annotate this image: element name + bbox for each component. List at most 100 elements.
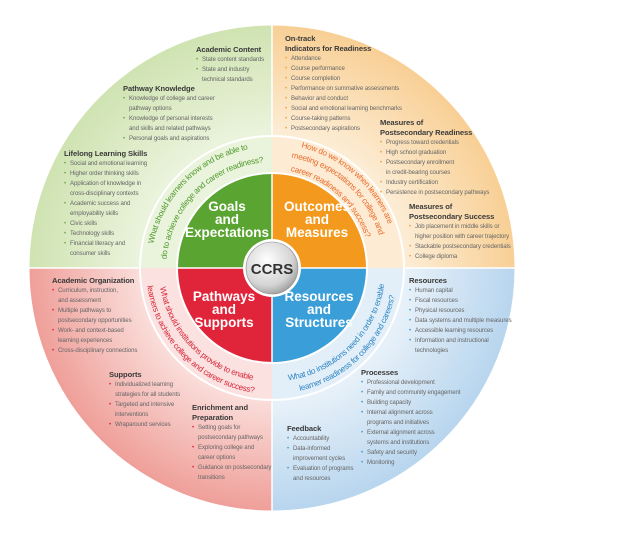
list-item-text: Information and instructional technologi… [415,337,489,354]
list-item: •Higher order thinking skills [64,169,159,179]
list-item-text: Guidance on postsecondary transitions [198,464,272,481]
list-item: •High school graduation [380,148,500,158]
section-on-track-indicators-for-readiness: On-track Indicators for Readiness•Attend… [285,34,425,134]
bullet-icon: • [409,287,412,294]
section-list: •Attendance•Course performance•Course co… [285,54,425,134]
list-item: •Application of knowledge in cross-disci… [64,179,159,199]
list-item: •Exploring college and career options [192,443,282,463]
quadrant-title-goals: Goals and Expectations [184,199,270,240]
section-heading: Pathway Knowledge [123,84,195,93]
inner-quadrant-outcomes [272,174,366,268]
list-item-text: Fiscal resources [415,297,458,304]
list-item: •Behavior and conduct [285,94,425,104]
bullet-icon: • [380,189,383,196]
list-item-text: Progress toward credentials [386,139,459,146]
section-heading: Processes [361,368,399,377]
list-item: •Progress toward credentials [380,138,500,148]
section-heading: Measures of Postsecondary Readiness [380,118,473,137]
list-item: •Course performance [285,64,425,74]
section-list: •Knowledge of college and career pathway… [123,94,233,144]
list-item-text: Social and emotional learning benchmarks [291,105,402,112]
list-item: •Accountability [287,434,362,444]
section-pathway-knowledge: Pathway Knowledge•Knowledge of college a… [123,84,233,144]
bullet-icon: • [52,287,55,294]
bullet-icon: • [64,180,67,187]
list-item: •Cross-disciplinary connections [52,346,147,356]
bullet-icon: • [380,159,383,166]
bullet-icon: • [285,115,288,122]
bullet-icon: • [361,449,364,456]
list-item: •Professional development [361,378,471,388]
bullet-icon: • [287,435,290,442]
bullet-icon: • [196,56,199,63]
list-item-text: Cross-disciplinary connections [58,347,138,354]
section-list: •Social and emotional learning•Higher or… [64,159,159,259]
list-item: •Fiscal resources [409,296,524,306]
section-list: •State content standards•State and indus… [196,55,286,85]
list-item: •Knowledge of college and career pathway… [123,94,233,114]
quadrant-title-pathways: Pathways and Supports [192,289,256,330]
center-label: CCRS [251,261,294,278]
list-item-text: Higher order thinking skills [70,170,139,177]
list-item-text: Building capacity [367,399,412,406]
list-item-text: Job placement in middle skills or higher… [415,223,510,240]
ccrs-center-badge: CCRS [243,239,301,297]
list-item: •Individualized learning strategies for … [109,380,194,400]
list-item-text: State and industry technical standards [202,66,253,83]
list-item-text: Course-taking patterns [291,115,351,122]
list-item: •Data-informed improvement cycles [287,444,362,464]
list-item: •Performance on summative assessments [285,84,425,94]
bullet-icon: • [409,253,412,260]
list-item: •Human capital [409,286,524,296]
bullet-icon: • [287,465,290,472]
list-item-text: Wraparound services [115,421,171,428]
list-item-text: Multiple pathways to postsecondary oppor… [58,307,132,324]
list-item-text: Individualized learning strategies for a… [115,381,181,398]
bullet-icon: • [109,381,112,388]
bullet-icon: • [361,379,364,386]
list-item-text: Internal alignment across programs and i… [367,409,433,426]
list-item-text: Industry certification [386,179,438,186]
section-feedback: Feedback•Accountability•Data-informed im… [287,424,362,484]
list-item-text: Knowledge of college and career pathway … [129,95,215,112]
list-item: •Stackable postsecondary credentials [409,242,519,252]
list-item-text: Personal goals and aspirations [129,135,210,142]
section-list: •Individualized learning strategies for … [109,380,194,430]
bullet-icon: • [380,139,383,146]
list-item-text: Human capital [415,287,453,294]
bullet-icon: • [409,223,412,230]
list-item: •Industry certification [380,178,500,188]
inner-quadrant-resources [272,268,366,362]
section-list: •Curriculum, instruction, and assessment… [52,286,147,356]
section-supports: Supports•Individualized learning strateg… [109,370,194,430]
list-item-text: Family and community engagement [367,389,461,396]
bullet-icon: • [64,240,67,247]
section-processes: Processes•Professional development•Famil… [361,368,471,468]
list-item: •Family and community engagement [361,388,471,398]
list-item: •Work- and context-based learning experi… [52,326,147,346]
bullet-icon: • [285,125,288,132]
section-measures-of-postsecondary-readiness: Measures of Postsecondary Readiness•Prog… [380,118,500,198]
list-item: •Setting goals for postsecondary pathway… [192,423,282,443]
list-item: •Curriculum, instruction, and assessment [52,286,147,306]
bullet-icon: • [192,444,195,451]
list-item-text: Exploring college and career options [198,444,255,461]
bullet-icon: • [192,464,195,471]
list-item-text: Behavior and conduct [291,95,348,102]
quadrant-title-outcomes: Outcomes and Measures [283,199,351,240]
section-list: •Human capital•Fiscal resources•Physical… [409,286,524,356]
section-list: •Progress toward credentials•High school… [380,138,500,198]
list-item-text: Physical resources [415,307,465,314]
list-item: •Postsecondary aspirations [285,124,425,134]
section-measures-of-postsecondary-success: Measures of Postsecondary Success•Job pl… [409,202,519,262]
bullet-icon: • [109,421,112,428]
list-item-text: Targeted and intensive interventions [115,401,175,418]
list-item: •Course-taking patterns [285,114,425,124]
list-item: •Social and emotional learning benchmark… [285,104,425,114]
list-item: •Social and emotional learning [64,159,159,169]
bullet-icon: • [285,75,288,82]
list-item: •Civic skills [64,219,159,229]
list-item: •Multiple pathways to postsecondary oppo… [52,306,147,326]
section-resources: Resources•Human capital•Fiscal resources… [409,276,524,356]
bullet-icon: • [409,327,412,334]
